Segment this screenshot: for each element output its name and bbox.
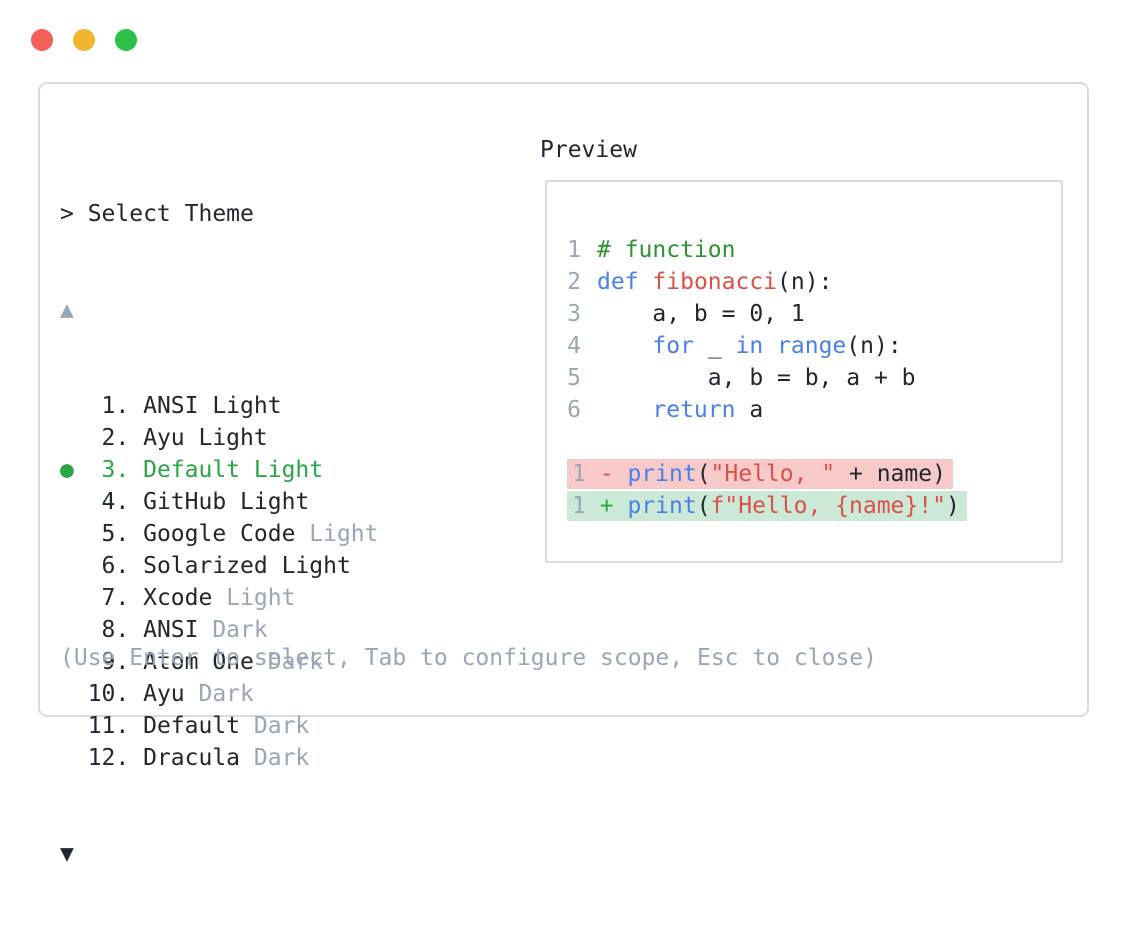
window-controls <box>31 29 137 51</box>
code-line: 4 for _ in range(n): <box>567 333 902 359</box>
theme-list-item[interactable]: 7. Xcode Light <box>60 585 296 611</box>
diff-line-removed: 1 - print("Hello, " + name) <box>555 458 1061 490</box>
theme-list-item[interactable]: 5. Google Code Light <box>60 521 379 547</box>
theme-list-item[interactable]: 8. ANSI Dark <box>60 617 268 643</box>
theme-list-item[interactable]: 11. Default Dark <box>60 713 310 739</box>
theme-picker-dialog: > Select Theme ▲ 1. ANSI Light 2. Ayu Li… <box>38 82 1089 867</box>
code-line: 1# function <box>567 237 736 263</box>
theme-list-item[interactable]: ● 3. Default Light <box>60 457 324 483</box>
code-line: 6 return a <box>567 397 764 423</box>
diff-line-added: 1 + print(f"Hello, {name}!") <box>555 490 1061 522</box>
theme-list-item[interactable]: 12. Dracula Dark <box>60 745 310 771</box>
close-button[interactable] <box>31 29 53 51</box>
scroll-down-indicator[interactable]: ▼ <box>60 841 74 867</box>
scroll-up-indicator[interactable]: ▲ <box>60 297 74 323</box>
theme-list-item[interactable]: 2. Ayu Light <box>60 425 268 451</box>
preview-title: Preview <box>540 137 637 163</box>
theme-list-item[interactable]: 4. GitHub Light <box>60 489 310 515</box>
maximize-button[interactable] <box>115 29 137 51</box>
blank-line <box>555 426 1061 458</box>
keyboard-hint: (Use Enter to select, Tab to configure s… <box>60 645 877 671</box>
code-line: 3 a, b = 0, 1 <box>567 301 805 327</box>
theme-list-item[interactable]: 10. Ayu Dark <box>60 681 254 707</box>
theme-list-item[interactable]: 6. Solarized Light <box>60 553 351 579</box>
theme-list-item[interactable]: 9. Atom One Dark <box>60 649 324 675</box>
theme-list: 1. ANSI Light 2. Ayu Light ● 3. Default L… <box>60 390 379 774</box>
theme-selector-column: > Select Theme ▲ 1. ANSI Light 2. Ayu Li… <box>60 134 379 934</box>
select-theme-prompt: > Select Theme <box>60 201 254 227</box>
minimize-button[interactable] <box>73 29 95 51</box>
theme-list-item[interactable]: 1. ANSI Light <box>60 393 282 419</box>
code-line: 5 a, b = b, a + b <box>567 365 916 391</box>
